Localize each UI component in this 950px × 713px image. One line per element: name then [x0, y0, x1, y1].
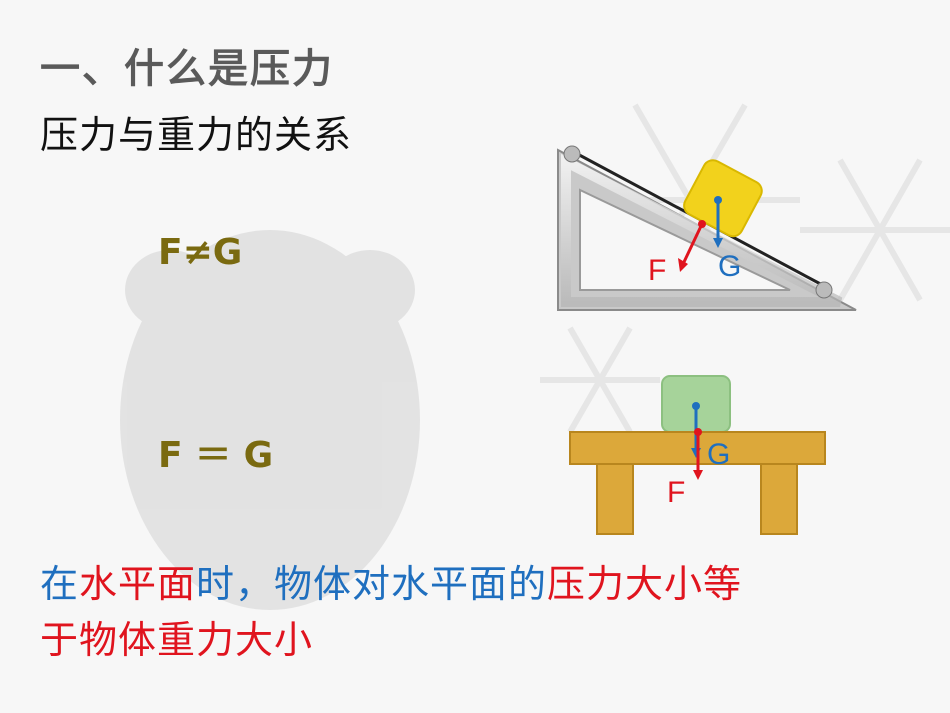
slide-title: 一、什么是压力 — [40, 46, 334, 92]
table-diagram: G F — [569, 375, 826, 535]
incline-relation-text: F≠G — [158, 232, 243, 273]
table-leg-left — [596, 463, 634, 535]
table-label-F: F — [667, 476, 685, 509]
table-leg-right — [760, 463, 798, 535]
conclusion-segment: 水平面 — [79, 562, 197, 606]
table-label-G: G — [707, 438, 730, 471]
conclusion-line-1: 在水平面时，物体对水平面的压力大小等 — [40, 556, 920, 612]
conclusion-segment: 时，物体对水平面的 — [196, 562, 548, 606]
conclusion-segment: 在 — [40, 562, 80, 606]
conclusion-line-2: 于物体重力大小 — [40, 612, 920, 668]
flat-relation-text: F ＝ G — [158, 435, 274, 476]
slide-subtitle: 压力与重力的关系 — [40, 113, 353, 157]
conclusion-text: 在水平面时，物体对水平面的压力大小等 于物体重力大小 — [40, 556, 920, 668]
incline-label-F: F — [648, 254, 666, 287]
incline-diagram: G F — [557, 145, 857, 311]
conclusion-segment: 压力大小等 — [547, 562, 743, 606]
incline-label-G: G — [718, 250, 741, 283]
conclusion-segment: 于物体重力大小 — [40, 618, 314, 662]
incline-block — [683, 159, 763, 238]
